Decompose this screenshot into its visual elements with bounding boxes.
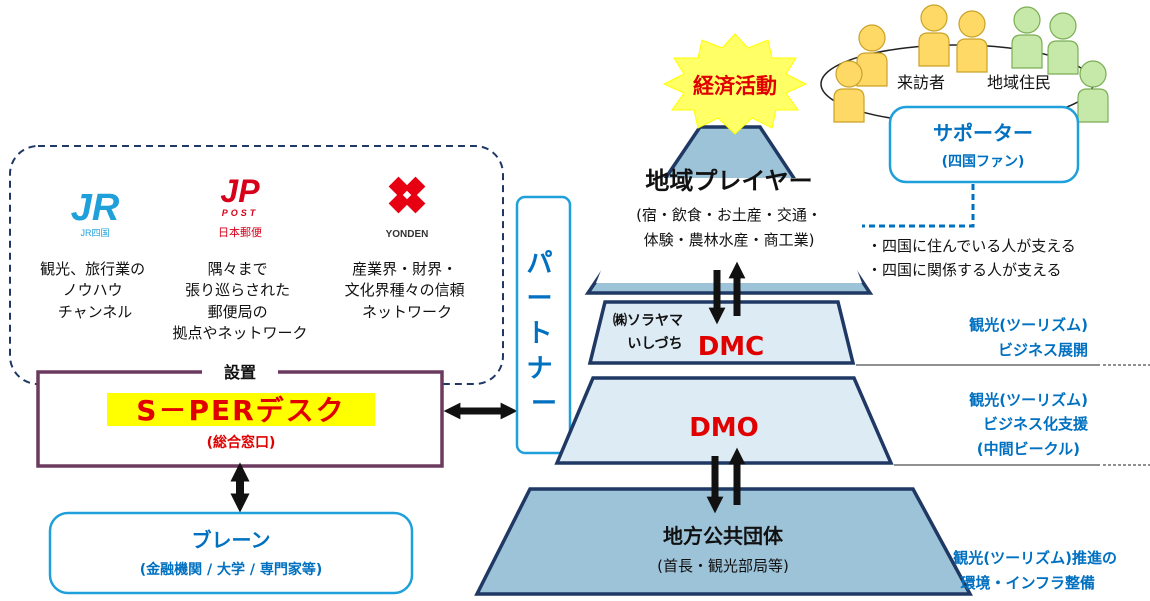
- svg-text:JR四国: JR四国: [81, 228, 110, 238]
- visitor-label: 来訪者: [897, 73, 945, 92]
- svg-text:POST: POST: [222, 208, 259, 218]
- jp-post-logo: JP POST 日本郵便: [218, 173, 262, 239]
- dmc-right-label-2: ビジネス展開: [998, 341, 1088, 359]
- partner-box: [515, 195, 572, 455]
- yonden-logo: YONDEN: [386, 176, 429, 240]
- keizai-burst: [662, 33, 808, 135]
- player-sub-2: 体験・農林水産・商工業): [644, 231, 815, 249]
- jr-logo: JR JR四国: [52, 170, 136, 242]
- person-icons: [833, 4, 1109, 123]
- svg-text:日本郵便: 日本郵便: [218, 225, 262, 239]
- resident-label: 地域住民: [987, 73, 1051, 92]
- support-note-1: ・四国に住んでいる人が支える: [867, 237, 1076, 255]
- base-sub: (首長・観光部局等): [657, 557, 789, 575]
- person-icon: [956, 10, 988, 73]
- dmo-right-label-1: 観光(ツーリズム): [969, 391, 1088, 409]
- person-icon: [918, 4, 950, 67]
- brain-sub: (金融機関 / 大学 / 専門家等): [140, 561, 323, 578]
- pyramid-dmo-tier: [554, 376, 894, 465]
- person-icon: [1011, 6, 1043, 69]
- base-right-label-1: 観光(ツーリズム)推進の: [953, 549, 1117, 567]
- dmc-label: DMC: [698, 332, 765, 362]
- person-icon: [1077, 60, 1109, 123]
- setti-label: 設置: [224, 363, 256, 382]
- base-right-label-2: 環境・インフラ整備: [960, 574, 1095, 592]
- jp-desc: 隅々まで 張り巡らされた 郵便局の 拠点やネットワーク: [172, 260, 307, 342]
- supporter-connector: [862, 184, 975, 228]
- dmc-company-1: ㈱ソラヤマ: [613, 312, 683, 329]
- base-title: 地方公共団体: [663, 524, 784, 548]
- person-icon: [1047, 12, 1079, 75]
- dmo-right-label-3: (中間ビークル): [977, 440, 1080, 458]
- yonden-desc: 産業界・財界・ 文化界種々の信頼 ネットワーク: [345, 260, 470, 321]
- svg-text:JR: JR: [71, 187, 120, 229]
- pyramid-dmc-tier: [587, 300, 856, 365]
- brain-box: [48, 511, 414, 595]
- pyramid-top-inner: [596, 178, 862, 283]
- dmc-company-2: いしづち: [627, 335, 682, 352]
- supporter-title: サポーター: [933, 121, 1033, 145]
- dmc-right-label-1: 観光(ツーリズム): [969, 316, 1088, 334]
- sper-sub: (総合窓口): [207, 434, 276, 451]
- pyramid-base-tier: [474, 487, 973, 596]
- svg-text:JP: JP: [220, 173, 260, 209]
- player-title: 地域プレイヤー: [645, 167, 812, 195]
- support-note-2: ・四国に関係する人が支える: [867, 261, 1062, 279]
- setti-label-bg: [202, 358, 278, 384]
- svg-text:YONDEN: YONDEN: [386, 229, 429, 240]
- partner-label: パ ー ト ナ ー: [526, 249, 561, 419]
- keizai-label: 経済活動: [693, 74, 777, 98]
- brain-title: ブレーン: [192, 528, 271, 552]
- sper-title: S－PERデスク: [136, 394, 345, 427]
- dmo-right-label-2: ビジネス化支援: [983, 415, 1089, 433]
- supporter-sub: (四国ファン): [942, 154, 1025, 170]
- supporter-box: [888, 105, 1080, 184]
- person-icon: [833, 60, 865, 123]
- jr-desc: 観光、旅行業の ノウハウ チャンネル: [40, 260, 150, 321]
- player-sub-1: (宿・飲食・お土産・交通・: [636, 206, 822, 224]
- person-icon: [856, 24, 888, 87]
- sper-highlight: [107, 393, 375, 426]
- dmo-label: DMO: [689, 413, 759, 443]
